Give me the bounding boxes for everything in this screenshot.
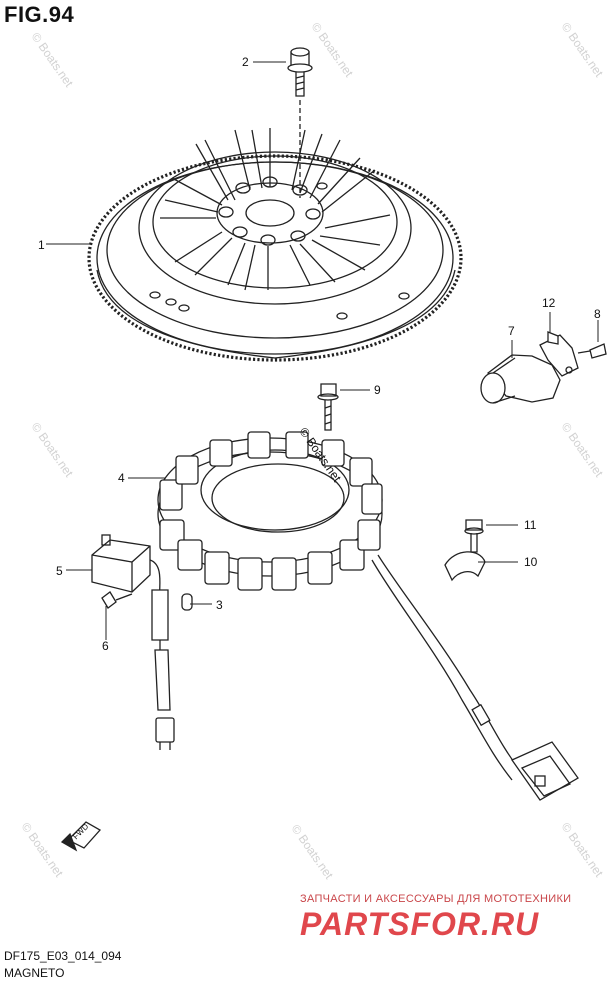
callout-4: 4 <box>118 471 125 485</box>
callout-8: 8 <box>594 307 601 321</box>
callout-7: 7 <box>508 324 515 338</box>
stator-coil <box>157 431 383 591</box>
stator-harness <box>371 554 579 801</box>
crank-position-sensor <box>480 331 607 404</box>
callout-9: 9 <box>374 383 381 397</box>
dowel-pin <box>181 593 193 611</box>
callout-11: 11 <box>524 518 537 532</box>
flywheel-rotor <box>87 128 463 362</box>
promo-tagline: ЗАПЧАСТИ И АКСЕССУАРЫ ДЛЯ МОТОТЕХНИКИ <box>300 893 572 905</box>
promo-brand: PARTSFOR.RU <box>300 906 540 942</box>
diagram-code: DF175_E03_014_094 <box>4 949 122 963</box>
callout-6: 6 <box>102 639 109 653</box>
leader-lines <box>46 61 599 640</box>
callout-5: 5 <box>56 564 63 578</box>
callout-2: 2 <box>242 55 249 69</box>
callout-10: 10 <box>524 555 538 569</box>
stator-bolt <box>317 383 339 431</box>
flywheel-bolt <box>287 47 313 198</box>
callout-3: 3 <box>216 598 223 612</box>
callout-12: 12 <box>542 296 556 310</box>
diagram-name: MAGNETO <box>4 966 65 980</box>
harness-clamp <box>444 519 486 582</box>
pulser-unit <box>91 534 175 750</box>
callout-1: 1 <box>38 238 45 252</box>
figure-title: FIG.94 <box>4 2 75 27</box>
forward-arrow <box>60 821 102 852</box>
